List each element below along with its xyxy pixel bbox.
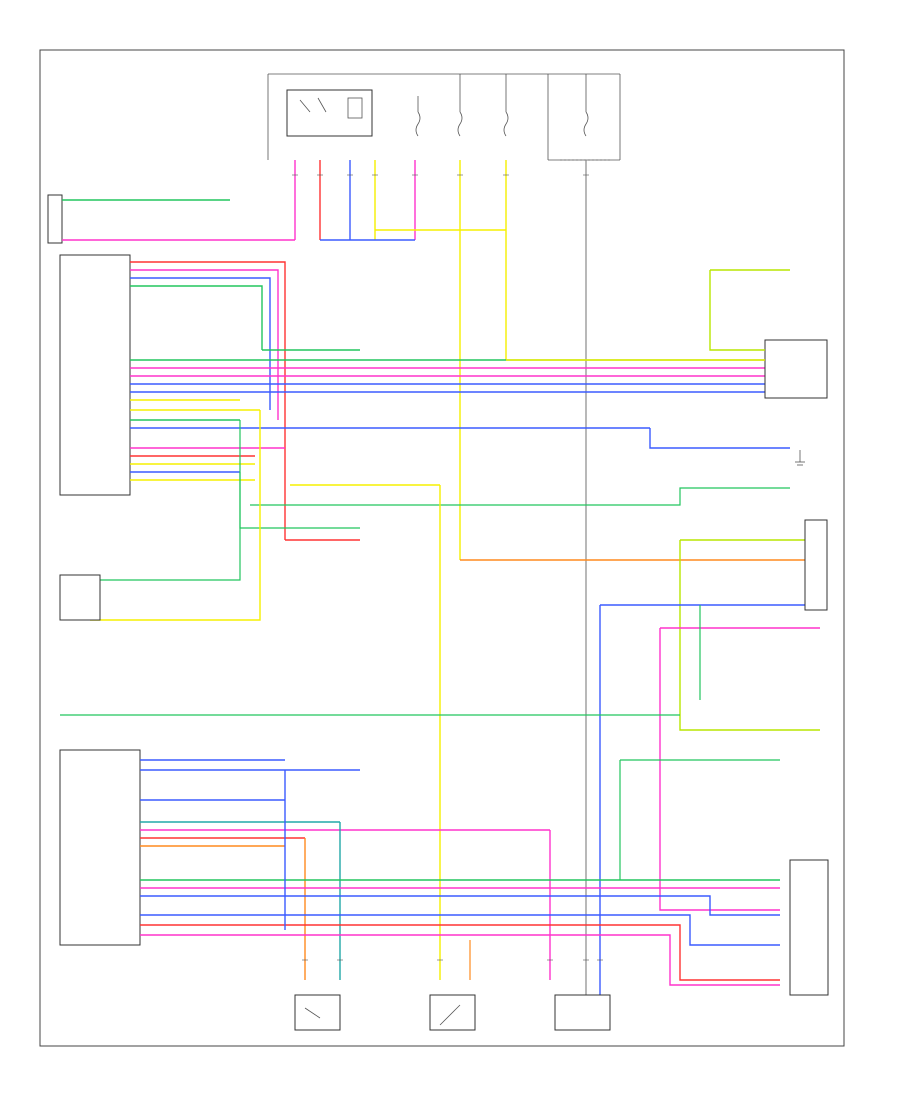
bottom-component-3 [554,994,611,1031]
fuse-f2 [457,111,463,137]
door-lock-switch [47,194,295,244]
fuse-f4 [583,111,589,137]
fuse-f1 [415,111,421,137]
bottom-component-2 [429,940,476,1031]
diagram-frame [39,49,845,1047]
relay-box [286,89,373,137]
fuse-f3 [503,111,509,137]
ground-symbol [795,450,805,466]
aux-climate-control [789,859,829,996]
power-distribution-section [267,73,621,161]
right-upper-module [506,269,828,399]
bottom-component-1 [294,994,341,1031]
liftgate-switch [59,410,360,621]
audio-bus-wires [130,349,765,481]
audio-module [59,254,131,496]
audio-upper-wires [130,261,286,540]
connector-ticks [292,174,603,961]
lower-wires [140,759,780,986]
mid-right-wires [250,428,828,1000]
front-controls-interface [59,749,141,946]
